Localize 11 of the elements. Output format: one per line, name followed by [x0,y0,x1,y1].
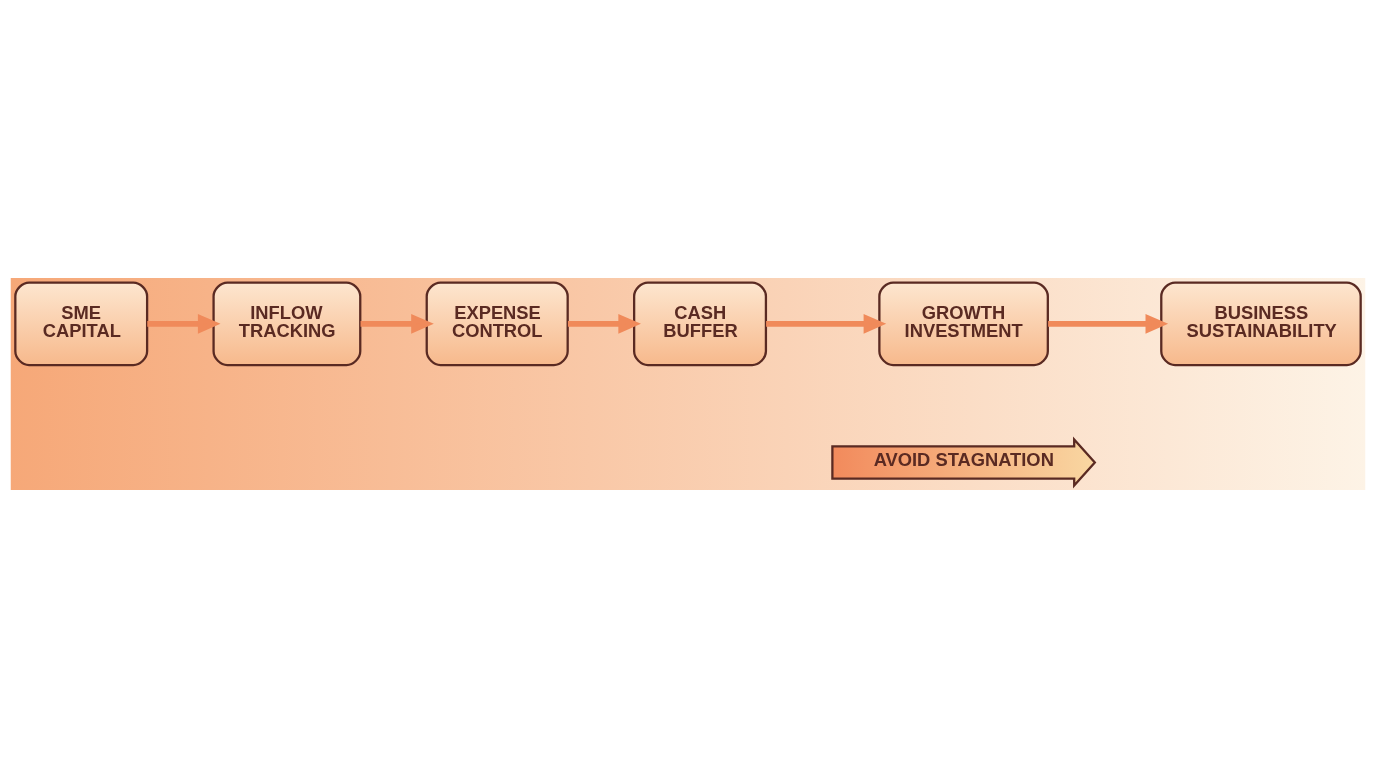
arrow [567,313,641,334]
node-box: INFLOW TRACKING [212,281,362,367]
node-box: GROWTH INVESTMENT [878,281,1049,367]
arrow [1048,313,1169,334]
node-box: EXPENSE CONTROL [425,281,569,367]
arrow [360,313,434,334]
node-box: CASH BUFFER [633,281,768,367]
node-box: BUSINESS SUSTAINABILITY [1160,281,1362,367]
arrow [766,313,887,334]
node-box: SME CAPITAL [14,281,149,367]
arrow [147,313,221,334]
